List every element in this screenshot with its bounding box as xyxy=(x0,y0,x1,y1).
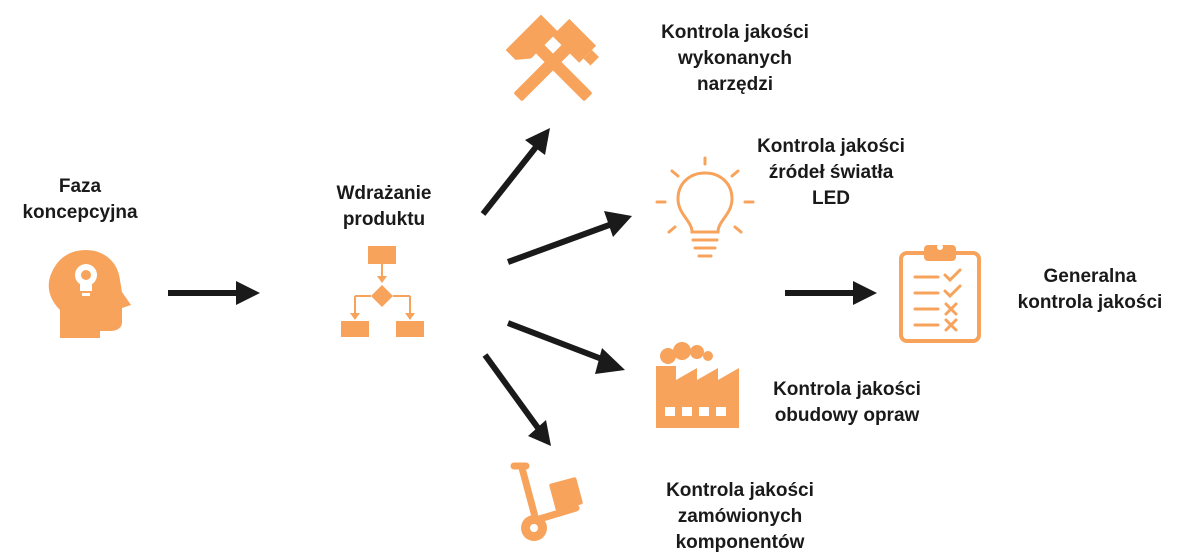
label-line: Kontrola jakości xyxy=(666,480,814,501)
label-line: Faza xyxy=(58,176,102,197)
label-line: Generalna xyxy=(1043,266,1137,287)
arrowhead-implementation-to-housing xyxy=(595,348,625,374)
arrow-implementation-to-tools xyxy=(480,145,539,216)
arrow-implementation-to-led xyxy=(506,221,614,265)
label-line: Kontrola jakości xyxy=(757,136,905,157)
node-label-tools: Kontrola jakości wykonanych narzędzi xyxy=(640,20,830,98)
node-label-led: Kontrola jakości źródeł światła LED xyxy=(736,134,926,212)
arrow-implementation-to-components xyxy=(482,353,541,430)
node-label-components: Kontrola jakości zamówionych komponentów xyxy=(645,478,835,556)
label-line: zamówionych xyxy=(677,506,803,527)
label-line: Kontrola jakości xyxy=(661,22,809,43)
flowchart-icon xyxy=(341,246,424,337)
label-line: obudowy opraw xyxy=(774,405,920,426)
node-label-general: Generalna kontrola jakości xyxy=(1000,264,1180,316)
node-label-housing: Kontrola jakości obudowy opraw xyxy=(752,377,942,429)
label-line: źródeł światła xyxy=(768,162,894,183)
arrow-implementation-to-housing xyxy=(506,320,609,364)
label-line: Kontrola jakości xyxy=(773,379,921,400)
arrowhead-to-general xyxy=(853,281,877,305)
head-lightbulb-icon xyxy=(48,250,131,338)
arrowhead-implementation-to-components xyxy=(528,420,551,446)
hand-truck-icon xyxy=(510,462,583,541)
label-line: Wdrażanie xyxy=(336,183,432,204)
arrowhead-concept-to-implementation xyxy=(236,281,260,305)
label-line: produktu xyxy=(342,209,426,230)
node-label-concept: Faza koncepcyjna xyxy=(10,174,150,226)
label-line: komponentów xyxy=(675,532,805,553)
arrowhead-implementation-to-tools xyxy=(525,128,550,155)
arrowhead-implementation-to-led xyxy=(604,211,632,237)
arrows xyxy=(168,128,877,446)
factory-icon xyxy=(656,342,739,428)
label-line: narzędzi xyxy=(696,74,774,95)
label-line: koncepcyjna xyxy=(22,202,138,223)
clipboard-checklist-icon xyxy=(899,244,981,343)
node-label-implementation: Wdrażanie produktu xyxy=(314,181,454,233)
label-line: kontrola jakości xyxy=(1017,292,1163,313)
crossed-hammers-icon xyxy=(505,14,599,101)
lightbulb-icon xyxy=(655,156,755,258)
label-line: LED xyxy=(812,188,850,209)
label-line: wykonanych xyxy=(677,48,793,69)
